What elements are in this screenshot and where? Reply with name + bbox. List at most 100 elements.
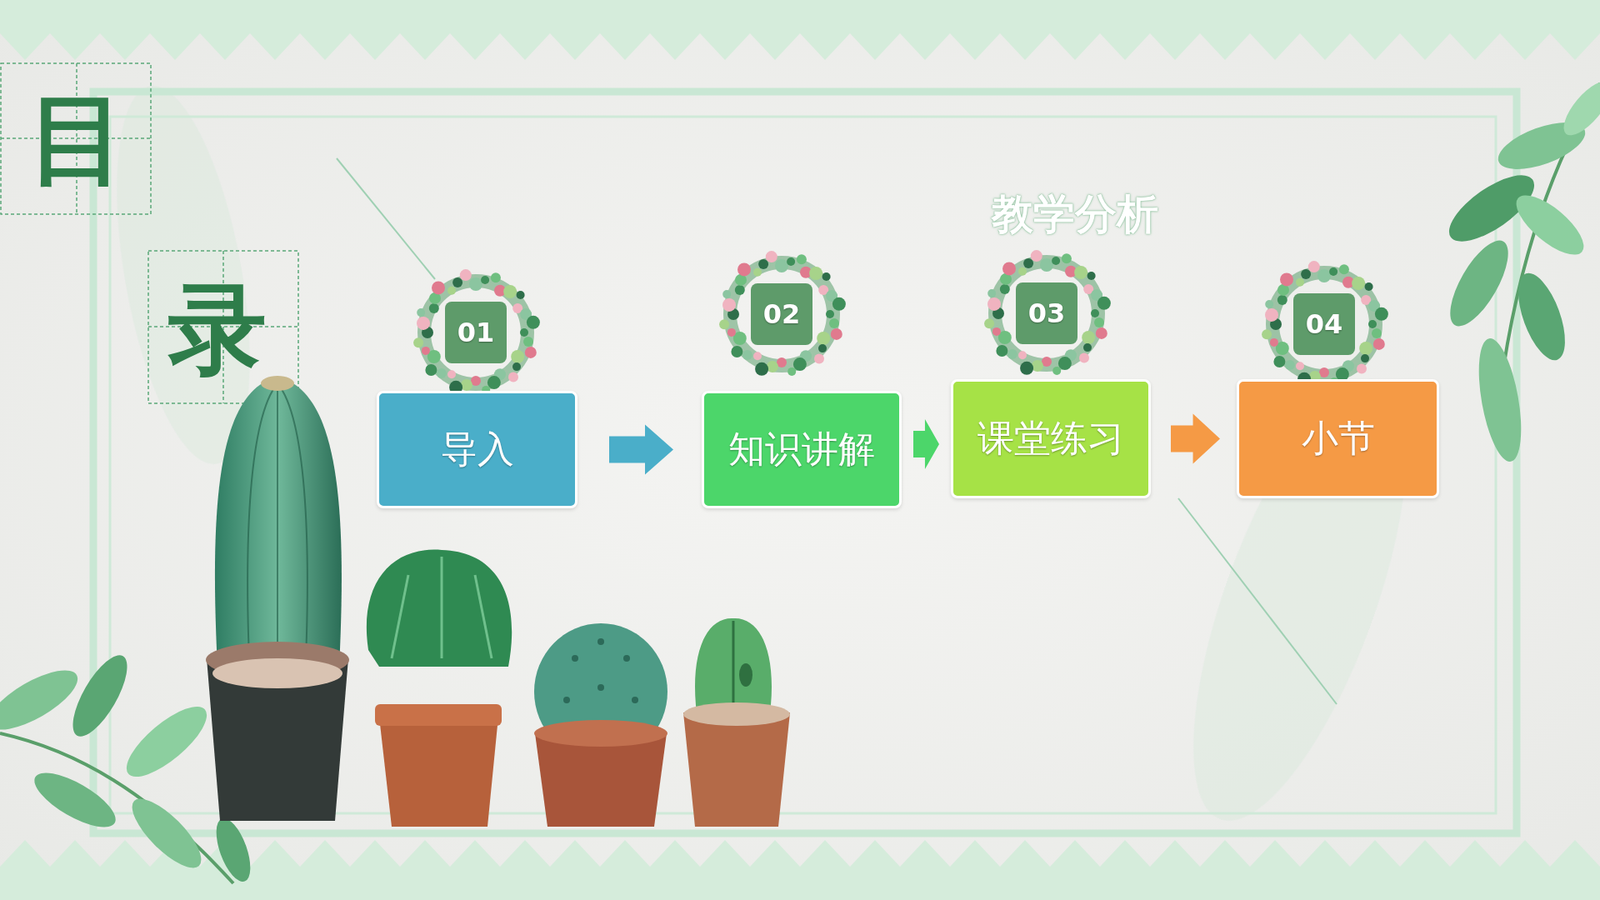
badge-wreath [1018, 267, 1027, 276]
badge-wreath [1365, 282, 1374, 291]
cactus-illustration [534, 720, 668, 747]
leaf-cluster [0, 659, 86, 741]
badge-wreath [1020, 361, 1034, 375]
badge-wreath [1051, 256, 1060, 265]
badge-wreath [822, 272, 831, 281]
badge-wreath [987, 289, 996, 298]
frame [93, 91, 1517, 834]
zigzag-band [0, 33, 1600, 60]
badge-wreath [490, 272, 501, 283]
badge-wreath [809, 266, 823, 280]
badge-wreath [1095, 327, 1108, 340]
badge-wreath [508, 372, 519, 383]
badge-wreath [1300, 269, 1311, 280]
title-guides [148, 250, 299, 404]
cactus-illustration [366, 550, 512, 667]
cactus-illustration [739, 663, 753, 687]
cactus-illustration [623, 655, 630, 662]
badge-wreath [447, 286, 456, 295]
badge-wreath [995, 261, 1099, 365]
badge-wreath [1280, 272, 1294, 286]
callout-number: 03 [1028, 298, 1066, 330]
badge-wreath [1272, 272, 1376, 376]
badge-wreath [1052, 366, 1061, 375]
leaf-cluster [209, 814, 257, 886]
badge-wreath [1277, 295, 1288, 305]
block-arrow [913, 419, 940, 470]
badge-wreath [1375, 307, 1389, 321]
callout-number: 02 [763, 299, 801, 330]
number-badge: 01 [445, 301, 507, 364]
badge-wreath [753, 351, 762, 360]
box-label: 课堂练习 [977, 417, 1125, 460]
badge-wreath [1329, 267, 1338, 276]
badge-wreath [787, 367, 796, 376]
cactus-illustration [212, 658, 343, 689]
badge-wreath [1074, 265, 1088, 280]
cactus-illustration [379, 716, 499, 827]
badge-wreath [416, 316, 430, 330]
cactus-illustration [475, 575, 492, 659]
title-guides [0, 63, 151, 215]
badge-wreath [1273, 355, 1285, 368]
block-arrow [1170, 414, 1220, 465]
box-label: 导入 [440, 428, 515, 471]
frame [93, 91, 1517, 834]
badge-wreath [413, 337, 424, 348]
title-guides [0, 63, 299, 404]
block-arrow [609, 425, 674, 475]
leaf-cluster [26, 762, 123, 838]
badge-wreath [755, 362, 769, 376]
badge-wreath [1030, 250, 1043, 262]
number-badge: 04 [1293, 293, 1355, 355]
badge-wreath [722, 298, 736, 312]
badge-wreath [1097, 296, 1111, 310]
badge-wreath [1265, 308, 1279, 322]
cactus-illustration [277, 383, 308, 680]
badge-wreath [1000, 284, 1010, 295]
badge-wreath [425, 364, 437, 376]
badge-wreath [1079, 353, 1090, 364]
number-badge: 03 [1015, 282, 1078, 345]
badge-wreath [520, 328, 529, 337]
badge-wreath [832, 297, 846, 311]
badge-wreath [992, 327, 1001, 336]
badge-wreath [487, 375, 501, 390]
badge-wreath [758, 259, 769, 270]
badge-wreath [987, 297, 1001, 311]
badge-wreath [1356, 364, 1367, 375]
process-box: 知识讲解 [701, 390, 902, 509]
badge-wreath [1002, 261, 1016, 275]
badge-wreath [766, 360, 779, 373]
badge-wreath [984, 318, 995, 329]
badge-wreath [995, 345, 1008, 357]
badge-wreath [421, 346, 430, 355]
badge-wreath [753, 268, 762, 277]
badge-wreath [796, 254, 807, 265]
badge-wreath [735, 285, 745, 295]
badge-wreath [775, 259, 789, 273]
cactus-illustration [276, 381, 279, 680]
leaf-cluster [62, 647, 138, 744]
badge-wreath [1081, 330, 1095, 345]
cactus-illustration [215, 376, 342, 684]
leaf-cluster [1470, 335, 1529, 465]
cactus-illustration [206, 658, 349, 821]
callout-number: 04 [1305, 309, 1344, 340]
badge-wreath [429, 303, 440, 314]
badge-wreath [1339, 264, 1350, 275]
leaf-cluster [1555, 74, 1600, 143]
cactus-illustration [534, 623, 668, 760]
badge-wreath [510, 350, 525, 364]
badge-wreath [1308, 260, 1320, 273]
cactus-illustration [535, 733, 667, 827]
badge-wreath [1094, 317, 1105, 328]
decor-lines [336, 158, 1337, 705]
decor-lines [336, 158, 435, 280]
badge-wreath [1373, 338, 1385, 350]
cactus-illustration [563, 696, 570, 704]
badge-wreath [416, 308, 425, 317]
badge-wreath [1360, 354, 1370, 363]
badge-wreath [424, 280, 528, 385]
